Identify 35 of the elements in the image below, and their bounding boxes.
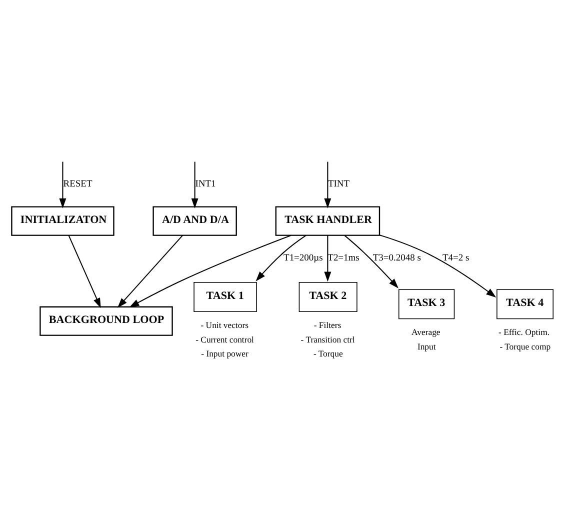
node-box: INITIALIZATON [11, 206, 114, 236]
edge-label: T3=0.2048 s [372, 252, 421, 263]
node-box: TASK HANDLER [275, 206, 380, 236]
arrow [68, 234, 101, 308]
node-label: - Torque [313, 348, 343, 358]
arrow [59, 161, 66, 208]
edge-label: T1=200µs [284, 252, 323, 263]
node-label: Input [417, 340, 436, 351]
edge-label: INT1 [195, 179, 216, 190]
node-box: BACKGROUND LOOP [40, 306, 173, 336]
arrow [256, 234, 306, 281]
node-label: - Transition ctrl [300, 334, 355, 344]
arrow [117, 234, 184, 308]
arrow [191, 161, 198, 208]
edge-label: RESET [63, 179, 92, 190]
arrow [324, 161, 332, 208]
node-box: TASK 4 [496, 288, 554, 319]
edge-label: T4=2 s [442, 252, 470, 263]
edge-label: T2=1ms [328, 252, 360, 263]
node-box: TASK 2 [298, 281, 358, 312]
node-label: Average [412, 326, 440, 337]
node-label: - Torque comp [500, 340, 551, 351]
node-box: TASK 1 [194, 281, 257, 312]
node-label: - Effic. Optim. [498, 326, 550, 337]
node-label: - Filters [314, 320, 342, 330]
node-label: - Current control [196, 334, 254, 344]
edge-label: TINT [328, 179, 350, 190]
arrow [344, 234, 399, 288]
node-box: A/D AND D/A [152, 206, 237, 236]
arrow [129, 234, 292, 307]
node-label: - Unit vectors [200, 320, 249, 330]
node-box: TASK 3 [398, 288, 455, 319]
arrow [380, 234, 496, 297]
node-label: - Input power [201, 348, 248, 358]
arrow [324, 234, 332, 282]
